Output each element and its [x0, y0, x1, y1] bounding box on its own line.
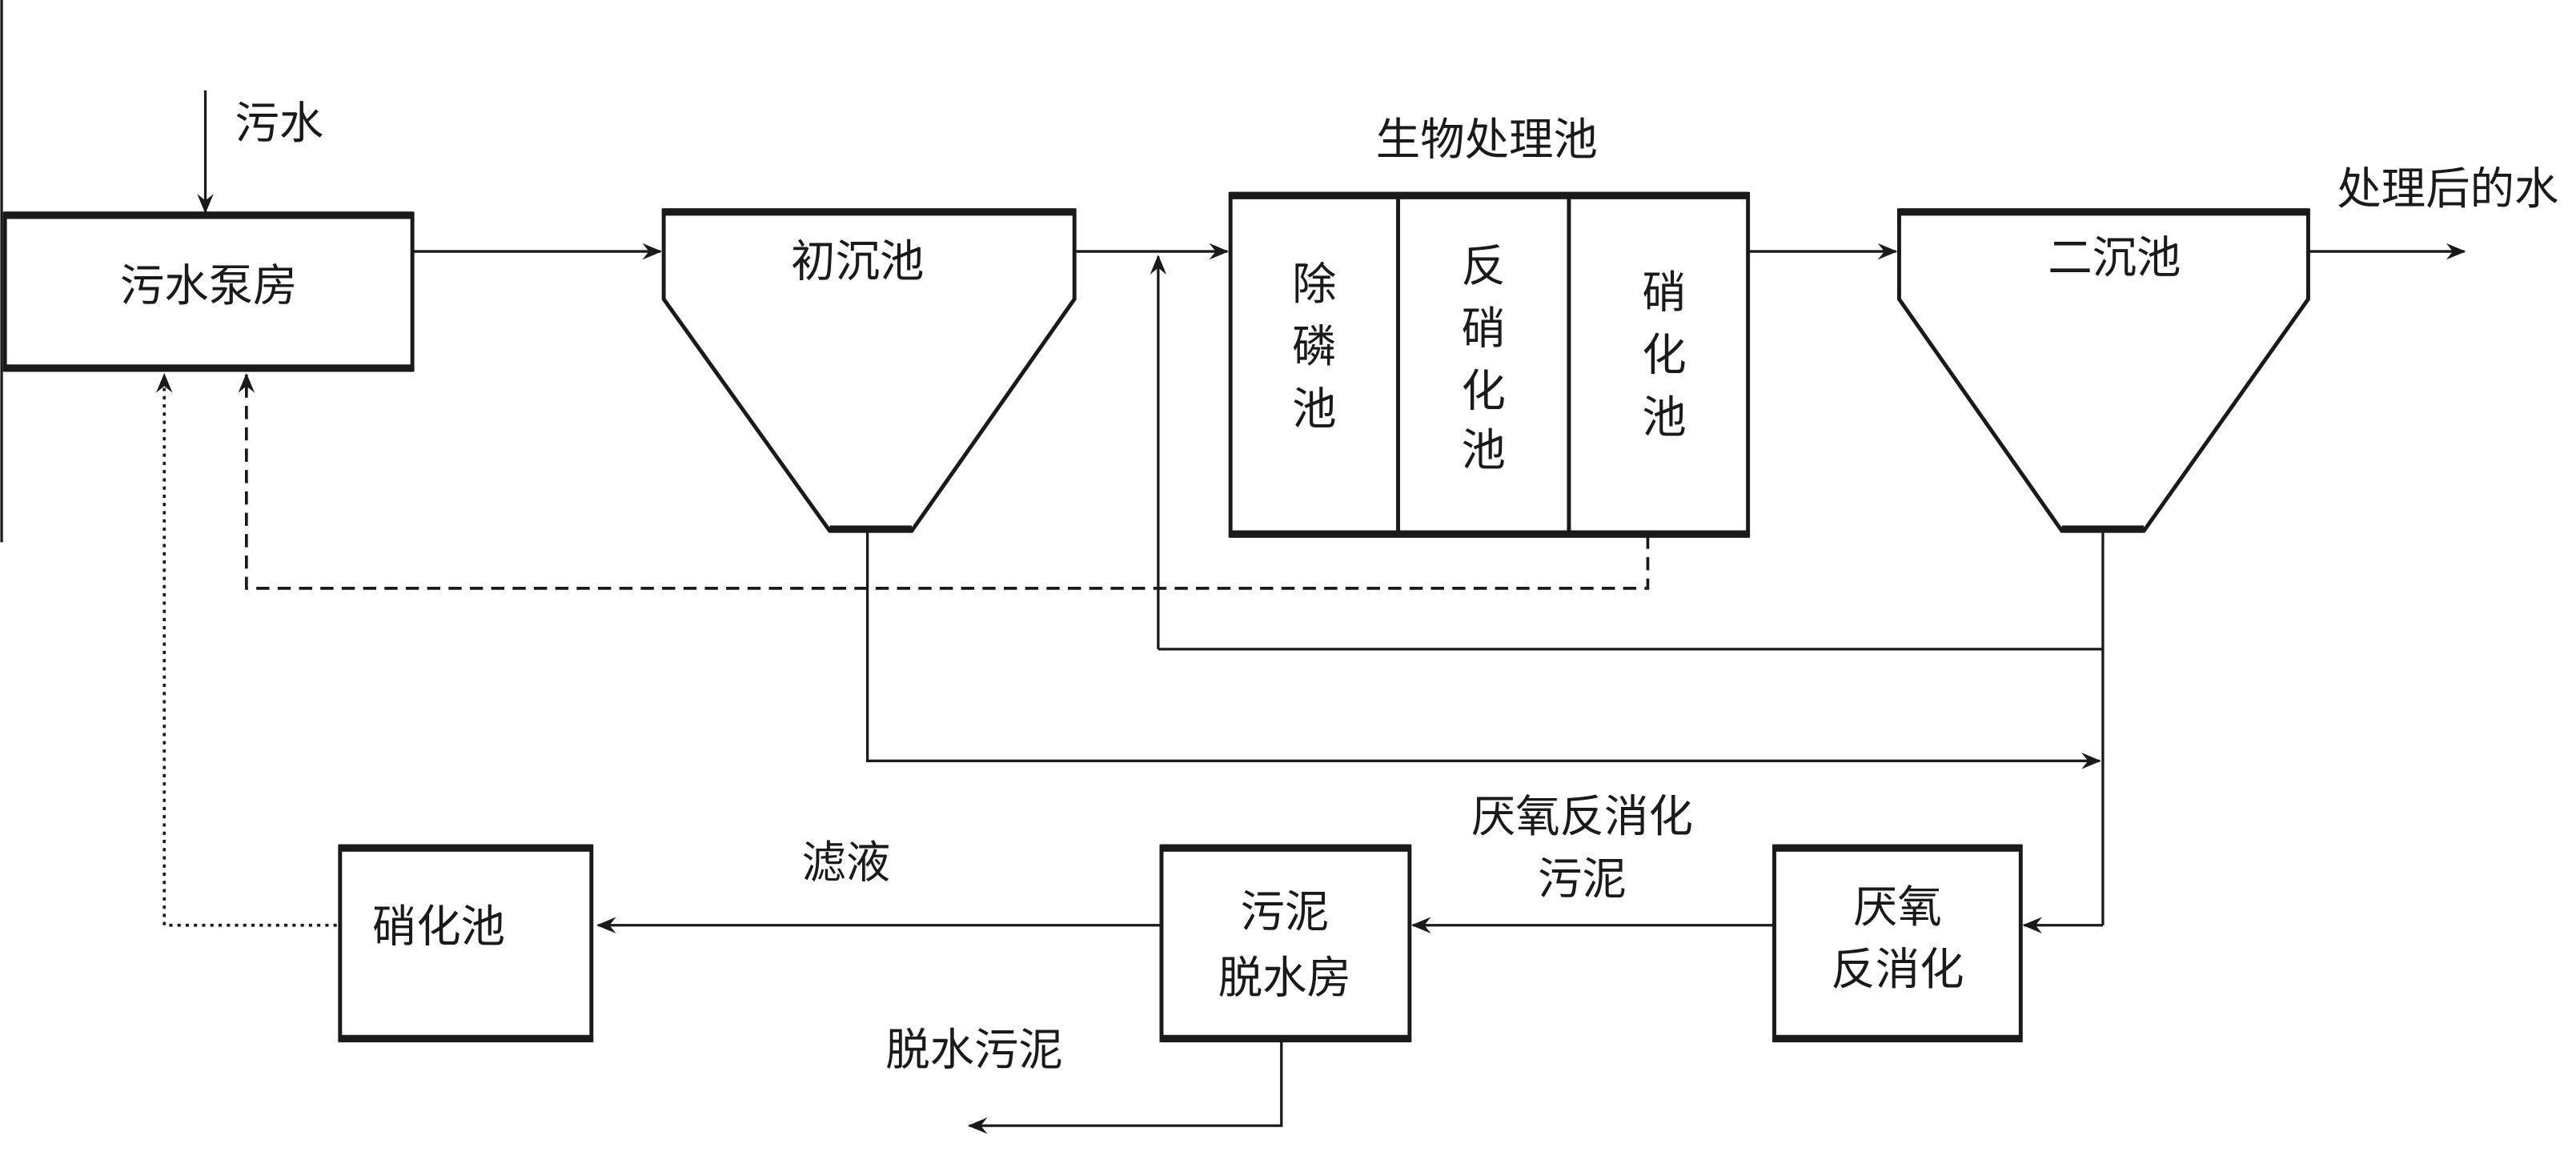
- phosphorus-removal-section: 除 磷 池: [1292, 260, 1336, 434]
- pump-house-label: 污水泵房: [120, 262, 298, 311]
- svg-text:除: 除: [1292, 260, 1336, 309]
- treated-water-label: 处理后的水: [2337, 165, 2558, 214]
- denitrification-section: 反 硝 化 池: [1462, 242, 1506, 475]
- internal-recycle-dashed-line: [238, 372, 1650, 590]
- svg-text:硝: 硝: [1462, 304, 1506, 353]
- secondary-clarifier-node: 二沉池: [1896, 208, 2310, 533]
- svg-text:化: 化: [1462, 367, 1506, 415]
- pump-house-node: 污水泵房: [2, 211, 415, 372]
- svg-text:硝: 硝: [1642, 268, 1686, 317]
- bio-tank-node: 除 磷 池 反 硝 化 池 硝 化 池: [1228, 191, 1751, 538]
- dewatered-sludge-label: 脱水污泥: [885, 1026, 1063, 1075]
- svg-text:污泥: 污泥: [1240, 888, 1329, 937]
- primary-clarifier-node: 初沉池: [661, 208, 1077, 533]
- svg-text:化: 化: [1642, 331, 1686, 379]
- svg-text:厌氧: 厌氧: [1853, 883, 1942, 932]
- nitrification-tank-node: 硝化池: [338, 844, 594, 1042]
- nitrification-tank-label: 硝化池: [372, 903, 505, 952]
- svg-text:磷: 磷: [1292, 323, 1336, 371]
- svg-text:脱水房: 脱水房: [1218, 953, 1351, 1002]
- svg-text:反: 反: [1462, 242, 1506, 291]
- sewage-label: 污水: [235, 99, 323, 148]
- digested-sludge-label-2: 污泥: [1538, 855, 1627, 904]
- bio-tank-title: 生物处理池: [1376, 115, 1598, 164]
- filtrate-return-dotted-line: [155, 372, 337, 927]
- filtrate-label: 滤液: [802, 839, 891, 888]
- primary-clarifier-label: 初沉池: [791, 237, 924, 286]
- primary-sludge-line: [865, 531, 2101, 769]
- secondary-clarifier-label: 二沉池: [2048, 234, 2181, 283]
- digested-sludge-label: 厌氧反消化: [1471, 793, 1693, 841]
- svg-text:反消化: 反消化: [1831, 945, 1964, 994]
- nitrification-section: 硝 化 池: [1642, 268, 1686, 442]
- svg-text:池: 池: [1462, 426, 1506, 475]
- anaerobic-digestion-node: 厌氧 反消化: [1772, 844, 2023, 1042]
- dewatered-sludge-arrow: [967, 1040, 1283, 1134]
- svg-text:池: 池: [1642, 393, 1686, 442]
- sludge-dewatering-node: 污泥 脱水房: [1159, 844, 1412, 1042]
- svg-text:池: 池: [1292, 385, 1336, 434]
